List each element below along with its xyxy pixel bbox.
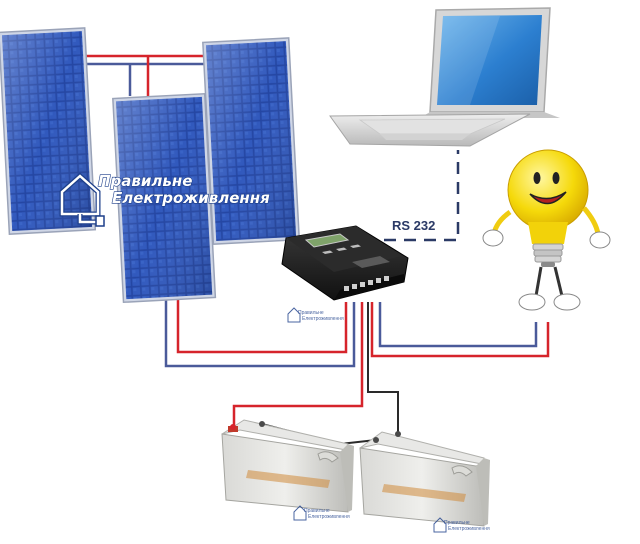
- logo-line-2: Електроживлення: [112, 189, 270, 207]
- panel-to-controller-wire-blue: [164, 292, 356, 368]
- watermark-logo: Правильне Електроживлення: [433, 517, 490, 533]
- laptop-screen: [437, 15, 542, 105]
- right-shoe: [553, 293, 581, 311]
- brand-logo: Правильне Електроживлення: [59, 171, 271, 227]
- watermark-logo: Правильне Електроживлення: [287, 307, 344, 323]
- controller-to-lamp-wire-red: [370, 302, 550, 358]
- controller-terminals: [344, 276, 389, 291]
- controller-to-lamp-wire-blue: [378, 302, 538, 348]
- lamp-bulb-character: [482, 149, 611, 311]
- watermark-text: Електроживлення: [448, 526, 490, 532]
- watermark-text: Правильне: [298, 310, 324, 316]
- controller-button: [336, 247, 347, 251]
- solar-panel: [202, 37, 301, 245]
- controller-button: [322, 250, 333, 254]
- battery: [359, 431, 490, 527]
- rs232-label: RS 232: [392, 218, 435, 233]
- watermark-text: Правильне: [444, 520, 470, 526]
- left-shoe: [518, 293, 546, 311]
- controller-button: [350, 244, 361, 248]
- left-glove: [482, 229, 504, 247]
- laptop: [329, 7, 560, 147]
- controller-display: [304, 233, 350, 248]
- right-arm: [582, 206, 601, 235]
- controller-to-battery-wire-black: [367, 302, 399, 438]
- watermark-text: Електроживлення: [302, 316, 344, 322]
- panel-to-controller-wire-red: [176, 292, 348, 354]
- logo-line-1: Правильне: [98, 172, 192, 190]
- watermark-text: Електроживлення: [308, 514, 350, 520]
- solar-panel: [112, 92, 217, 304]
- right-glove: [589, 231, 611, 249]
- battery: [221, 419, 354, 513]
- house-plug-icon: [59, 172, 105, 227]
- watermark-text: Правильне: [304, 508, 330, 514]
- bulb-base: [532, 243, 564, 267]
- solar-panel: [0, 27, 97, 235]
- charge-controller: [281, 225, 409, 301]
- watermark-logo: Правильне Електроживлення: [293, 505, 350, 521]
- controller-to-battery-wire-red: [232, 302, 364, 426]
